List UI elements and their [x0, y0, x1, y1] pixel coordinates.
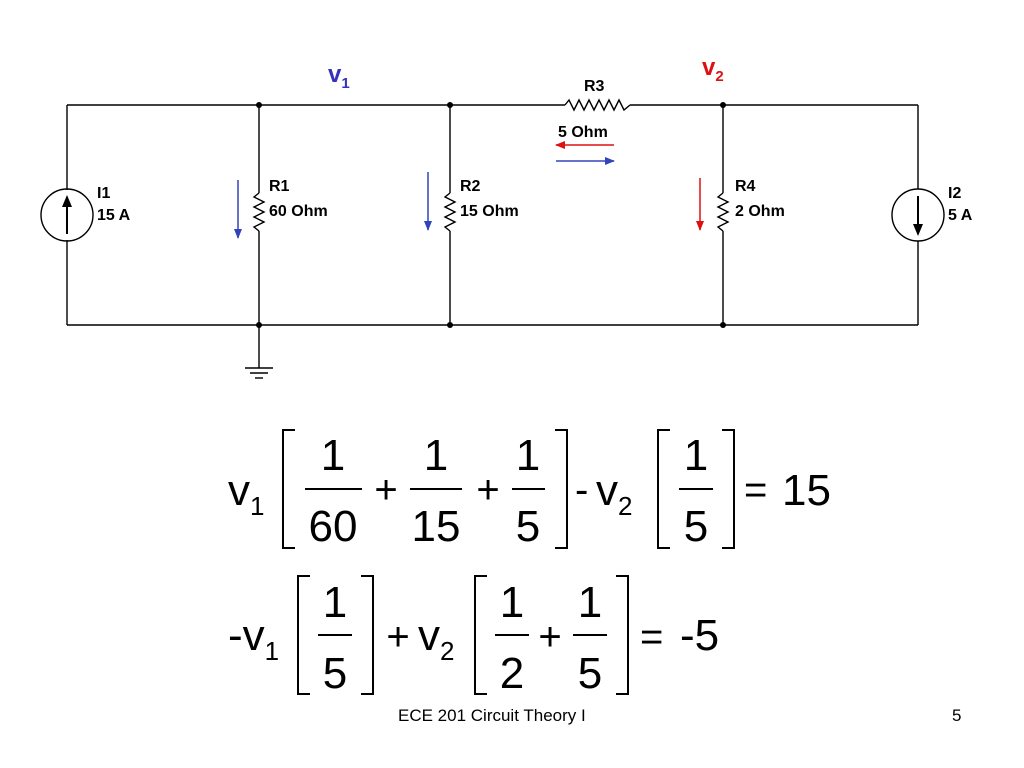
eq2-frac3-num: 1 — [578, 578, 602, 627]
eq1-v1: v1 — [228, 466, 264, 521]
r2-value-label: 15 Ohm — [460, 203, 519, 220]
eq1-frac3-den: 5 — [516, 502, 540, 551]
eq2-bracket-close — [361, 575, 374, 695]
r2-name-label: R2 — [460, 178, 481, 195]
equation-1: v1 1 60 + 1 15 + 1 5 - v2 1 5 = 15 — [228, 429, 831, 551]
r4-name-label: R4 — [735, 178, 756, 195]
eq1-minus: - — [575, 468, 588, 512]
i1-value-label: 15 A — [97, 207, 131, 224]
eq1-frac3-num: 1 — [516, 431, 540, 480]
node-dot — [447, 102, 453, 108]
eq1-equals: = — [744, 468, 767, 512]
eq2-frac1-num: 1 — [323, 578, 347, 627]
node-v2-label: v2 — [702, 54, 724, 85]
eq2-equals: = — [640, 615, 663, 659]
i2-source-circle — [891, 188, 945, 242]
r1-name-label: R1 — [269, 178, 290, 195]
node-v1-label: v1 — [328, 61, 350, 92]
eq1-plus-1: + — [374, 468, 397, 512]
eq2-plus-2: + — [538, 615, 561, 659]
eq2-bracket-open — [297, 575, 310, 695]
node-dot — [256, 322, 262, 328]
i1-source-circle — [40, 188, 94, 242]
eq1-bracket-close — [555, 429, 568, 549]
eq1-rhs: 15 — [782, 466, 831, 515]
eq1-plus-2: + — [476, 468, 499, 512]
r2-resistor-zigzag — [443, 192, 457, 232]
node-dot — [447, 322, 453, 328]
eq2-rhs: -5 — [680, 611, 719, 660]
r4-resistor-zigzag — [716, 192, 730, 232]
eq1-frac4-num: 1 — [684, 431, 708, 480]
circuit-diagram — [40, 98, 945, 379]
r3-resistor-zigzag — [564, 98, 631, 112]
eq2-v1: -v1 — [228, 611, 279, 666]
eq2-frac3-den: 5 — [578, 649, 602, 698]
eq1-frac2-num: 1 — [424, 431, 448, 480]
eq1-bracket-open — [282, 429, 295, 549]
eq2-bracket2-close — [616, 575, 629, 695]
node-dot — [720, 102, 726, 108]
i1-name-label: I1 — [97, 185, 110, 202]
node-dot — [720, 322, 726, 328]
node-dot — [256, 102, 262, 108]
eq2-frac2-den: 2 — [500, 649, 524, 698]
footer-page-number: 5 — [952, 706, 962, 725]
r3-value-label: 5 Ohm — [558, 124, 608, 141]
footer-course-title: ECE 201 Circuit Theory I — [398, 706, 586, 725]
r4-value-label: 2 Ohm — [735, 203, 785, 220]
eq1-bracket2-close — [722, 429, 735, 549]
eq1-bracket2-open — [657, 429, 670, 549]
eq2-frac1-den: 5 — [323, 649, 347, 698]
eq1-frac4-den: 5 — [684, 502, 708, 551]
eq1-frac1-num: 1 — [321, 431, 345, 480]
eq2-frac2-num: 1 — [500, 578, 524, 627]
eq2-v2: v2 — [418, 611, 454, 666]
r1-value-label: 60 Ohm — [269, 203, 328, 220]
eq2-plus-1: + — [386, 615, 409, 659]
i2-value-label: 5 A — [948, 207, 973, 224]
eq1-v2: v2 — [596, 466, 632, 521]
equation-2: -v1 1 5 + v2 1 2 + 1 5 = -5 — [228, 575, 719, 698]
eq2-bracket2-open — [474, 575, 487, 695]
r1-resistor-zigzag — [252, 192, 266, 232]
r3-name-label: R3 — [584, 78, 605, 95]
eq1-frac2-den: 15 — [412, 502, 461, 551]
i2-name-label: I2 — [948, 185, 961, 202]
eq1-frac1-den: 60 — [309, 502, 358, 551]
